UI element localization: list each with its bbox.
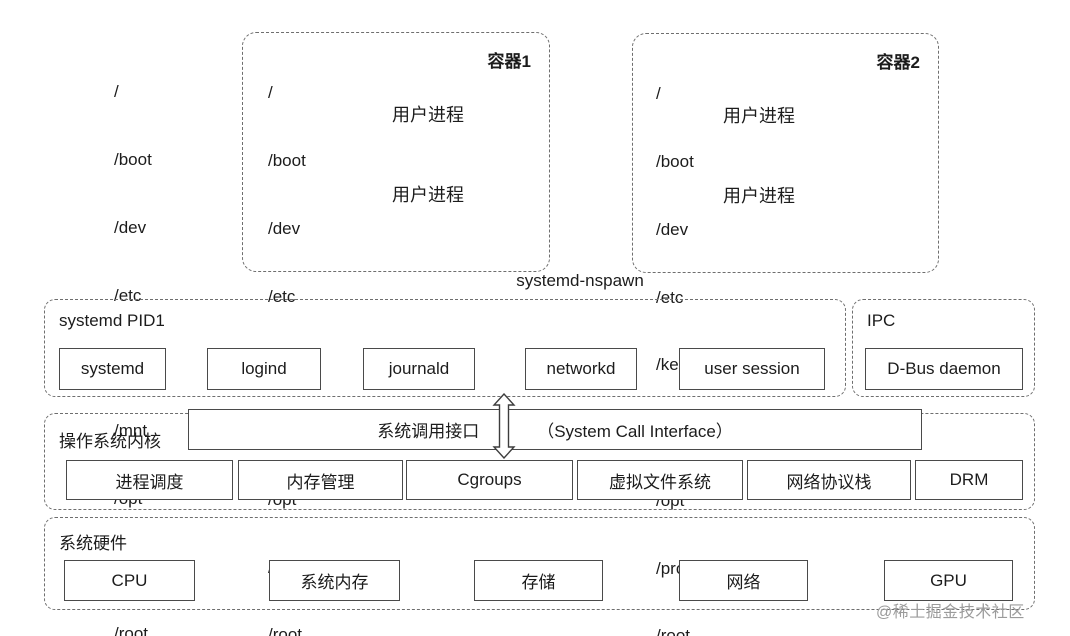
service-box-systemd: systemd: [59, 348, 166, 390]
container-path: /dev: [268, 218, 301, 238]
user-process-label: 用户进程: [723, 186, 795, 206]
container-path: /dev: [656, 219, 689, 239]
ipc-section: IPC D-Bus daemon: [852, 299, 1035, 397]
system-call-interface-label-zh: 系统调用接口: [377, 422, 480, 441]
user-process-label: 用户进程: [392, 105, 464, 125]
container-path: /: [268, 83, 273, 103]
ipc-title: IPC: [867, 311, 896, 330]
hardware-section: 系统硬件 CPU 系统内存 存储 网络 GPU: [44, 517, 1035, 610]
user-process-label: 用户进程: [392, 185, 464, 205]
host-path: /root: [114, 624, 149, 636]
user-process-label: 用户进程: [723, 106, 795, 126]
container-path: /etc: [656, 287, 684, 307]
service-box-journald: journald: [363, 348, 475, 390]
kernel-module-memory-management: 内存管理: [238, 460, 403, 500]
kernel-module-virtual-filesystem: 虚拟文件系统: [577, 460, 743, 500]
hardware-box-memory: 系统内存: [269, 560, 400, 601]
hardware-box-network: 网络: [679, 560, 808, 601]
container-2-title: 容器2: [876, 53, 920, 72]
kernel-module-process-scheduling: 进程调度: [66, 460, 233, 500]
host-path: /dev: [114, 217, 147, 237]
kernel-title: 操作系统内核: [59, 432, 161, 451]
container-path: /boot: [656, 151, 694, 171]
syscall-bidirectional-arrow-icon: [492, 392, 516, 460]
kernel-module-cgroups: Cgroups: [406, 460, 573, 500]
hardware-box-cpu: CPU: [64, 560, 195, 601]
container-2-box: 容器2 / /boot /dev /etc /kernfs /mnt /opt …: [632, 33, 939, 636]
systemd-pid1-section: systemd PID1 systemd logind journald net…: [44, 299, 846, 397]
container-path: /root: [268, 625, 303, 636]
container-path: /root: [656, 626, 691, 636]
system-call-interface-box: 系统调用接口 （System Call Interface）: [188, 409, 922, 450]
kernel-section: 操作系统内核 进程调度 内存管理 Cgroups 虚拟文件系统 网络协议栈 DR…: [44, 413, 1035, 510]
container-1-box: 容器1 / /boot /dev /etc /kernfs /mnt /opt …: [242, 32, 550, 636]
watermark: @稀土掘金技术社区: [876, 604, 1025, 621]
service-box-networkd: networkd: [525, 348, 637, 390]
service-box-dbus-daemon: D-Bus daemon: [865, 348, 1023, 390]
service-box-logind: logind: [207, 348, 321, 390]
kernel-module-drm: DRM: [915, 460, 1023, 500]
hardware-box-storage: 存储: [474, 560, 603, 601]
kernel-module-network-stack: 网络协议栈: [747, 460, 911, 500]
host-path: /boot: [114, 149, 152, 169]
hardware-box-gpu: GPU: [884, 560, 1013, 601]
container-path: /boot: [268, 150, 306, 170]
systemd-nspawn-label: systemd-nspawn: [516, 271, 644, 290]
hardware-title: 系统硬件: [59, 534, 127, 553]
system-call-interface-label-en: （System Call Interface）: [537, 422, 733, 441]
service-box-user-session: user session: [679, 348, 825, 390]
container-path: /: [656, 84, 661, 104]
host-path: /mnt: [114, 421, 148, 441]
container-path: /etc: [268, 286, 296, 306]
host-path: /: [114, 82, 119, 102]
systemd-pid1-title: systemd PID1: [59, 311, 165, 330]
container-1-title: 容器1: [487, 52, 531, 71]
